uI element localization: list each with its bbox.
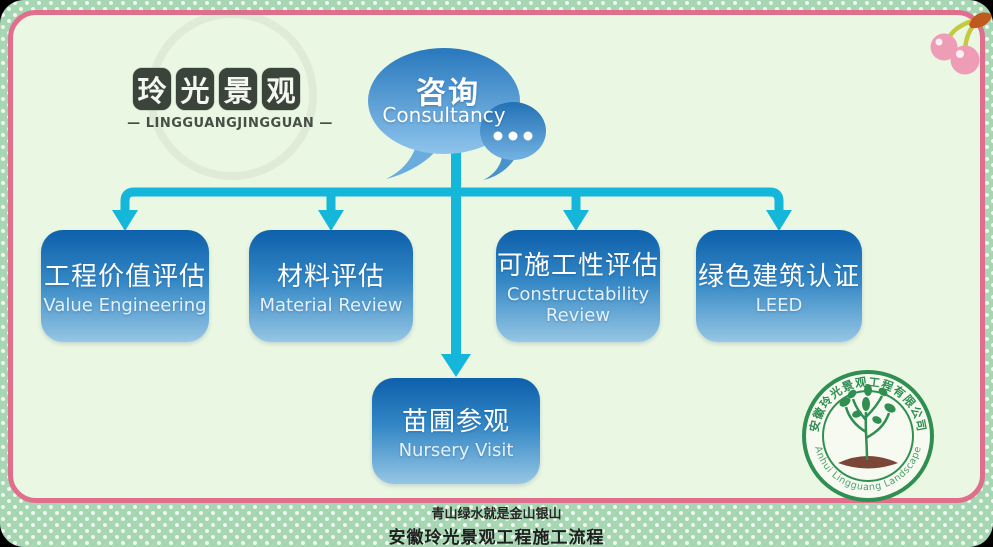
caption-title: 安徽玲光景观工程施工流程	[388, 527, 605, 547]
node-label-zh: 绿色建筑认证	[697, 261, 860, 292]
node-label-zh: 苗圃参观	[401, 406, 510, 437]
flow-node-constructability-review: 可施工性评估 Constructability Review	[496, 230, 660, 342]
root-node-label-zh: 咨询	[416, 76, 480, 111]
logo-stamp-char: 玲	[133, 68, 171, 110]
flow-node-value-engineering: 工程价值评估 Value Engineering	[41, 230, 209, 342]
root-node-label-en: Consultancy	[382, 103, 506, 127]
node-label-zh: 可施工性评估	[496, 251, 659, 282]
logo-stamp-char: 景	[219, 68, 257, 110]
node-label-en: Value Engineering	[43, 294, 207, 316]
node-label-en: LEED	[755, 294, 803, 316]
node-label-en: Constructability Review	[506, 284, 650, 326]
flow-node-nursery-visit: 苗圃参观 Nursery Visit	[372, 378, 540, 484]
flow-node-leed: 绿色建筑认证 LEED	[696, 230, 862, 342]
logo-stamp-char: 观	[262, 68, 300, 110]
flow-node-material-review: 材料评估 Material Review	[249, 230, 413, 342]
logo-subtitle: — LINGGUANGJINGGUAN —	[127, 116, 333, 131]
caption-slogan: 青山绿水就是金山银山	[431, 506, 562, 522]
company-logo: 玲 光 景 观	[133, 68, 300, 110]
node-label-en: Nursery Visit	[398, 439, 514, 461]
logo-stamp-char: 光	[176, 68, 214, 110]
node-label-en: Material Review	[259, 294, 403, 316]
node-label-zh: 工程价值评估	[43, 261, 206, 292]
bottom-caption-band: 青山绿水就是金山银山 安徽玲光景观工程施工流程	[0, 503, 993, 547]
node-label-zh: 材料评估	[276, 261, 385, 292]
